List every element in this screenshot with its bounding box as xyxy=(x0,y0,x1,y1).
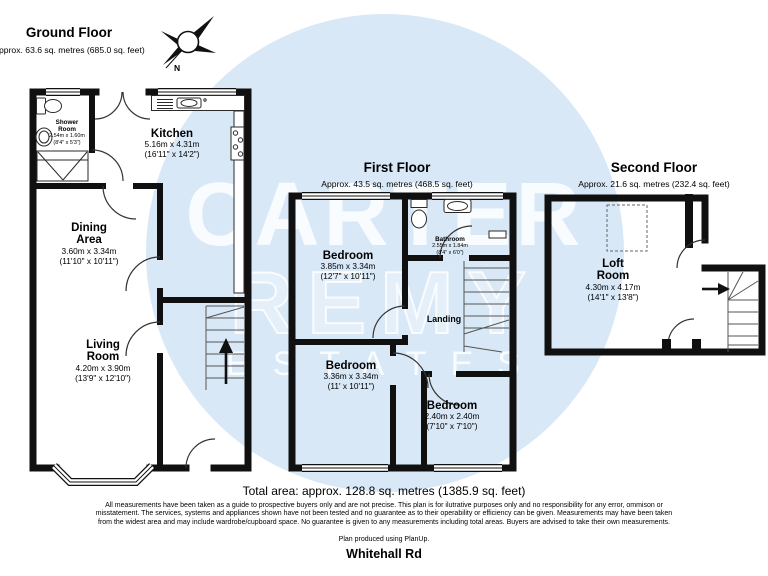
first-windows xyxy=(302,192,503,472)
first-interior-walls xyxy=(289,193,516,471)
kitchen-side-counter-icon xyxy=(233,110,245,294)
landing-label: Landing xyxy=(426,314,462,324)
compass-north-label: N xyxy=(174,63,181,73)
sink-icon xyxy=(35,127,53,147)
first-stairs xyxy=(463,261,510,353)
ground-floor-plan xyxy=(29,88,252,486)
ground-door-arcs xyxy=(91,91,216,469)
ground-floor-title: Ground Floor xyxy=(25,25,113,40)
kitchen-fixtures xyxy=(151,95,245,294)
ground-floor-area: Approx. 63.6 sq. metres (685.0 sq. feet) xyxy=(0,45,145,55)
second-floor-plan xyxy=(544,194,766,356)
total-area-text: Total area: approx. 128.8 sq. metres (13… xyxy=(242,484,526,498)
ground-windows xyxy=(46,88,236,486)
disclaimer-text: All measurements have been taken as a gu… xyxy=(95,502,673,526)
restricted-height-dashed-outline xyxy=(606,204,648,252)
address-title: Whitehall Rd xyxy=(346,547,422,561)
shower-room-fixtures xyxy=(35,97,89,182)
drainer-icon xyxy=(157,99,173,109)
second-stairs xyxy=(727,271,759,352)
loft-room-label: Loft Room 4.30m x 4.17m (14'1" x 13'8") xyxy=(585,258,641,302)
second-door-arcs xyxy=(667,239,706,346)
door-jamb xyxy=(692,339,701,352)
bedroom1-label: Bedroom 3.85m x 3.34m (12'7" x 10'11") xyxy=(320,250,376,282)
first-floor-plan xyxy=(288,192,517,472)
produced-by-text: Plan produced using PlanUp. xyxy=(338,536,430,543)
shelf-icon xyxy=(488,230,507,239)
kitchen-label: Kitchen 5.16m x 4.31m (16'11" x 14'2") xyxy=(144,128,200,160)
dining-area-label: Dining Area 3.60m x 3.34m (11'10" x 10'1… xyxy=(59,222,119,266)
door-jamb xyxy=(662,339,671,352)
first-floor-title: First Floor xyxy=(363,160,431,175)
ground-exterior-walls xyxy=(29,88,252,472)
first-door-arcs xyxy=(372,225,473,406)
bathroom-label: Bathroom 2.55m x 1.84m (8'4" x 6'0") xyxy=(432,236,468,256)
living-room-label: Living Room 4.20m x 3.90m (13'9" x 12'10… xyxy=(75,339,131,383)
shower-tray-icon xyxy=(36,150,89,182)
second-exterior-walls xyxy=(544,194,766,356)
bedroom3-label: Bedroom 2.40m x 2.40m (7'10" x 7'10") xyxy=(424,400,480,432)
toilet-icon xyxy=(410,199,428,208)
bathroom-fixtures xyxy=(410,199,507,239)
second-floor-area: Approx. 21.6 sq. metres (232.4 sq. feet) xyxy=(578,179,730,189)
bedroom2-label: Bedroom 3.36m x 3.34m (11' x 10'11") xyxy=(323,360,379,392)
stairs-direction-arrowhead xyxy=(718,283,730,295)
first-floor-area: Approx. 43.5 sq. metres (468.5 sq. feet) xyxy=(321,179,473,189)
second-floor-title: Second Floor xyxy=(610,160,698,175)
watermark-remy: REMY xyxy=(229,252,541,353)
shower-room-label: Shower Room 2.54m x 1.60m (8'4" x 5'3") xyxy=(49,119,85,146)
ground-interior-walls xyxy=(30,89,251,471)
stairs-up-arrowhead xyxy=(219,338,233,353)
compass-icon xyxy=(161,16,216,69)
